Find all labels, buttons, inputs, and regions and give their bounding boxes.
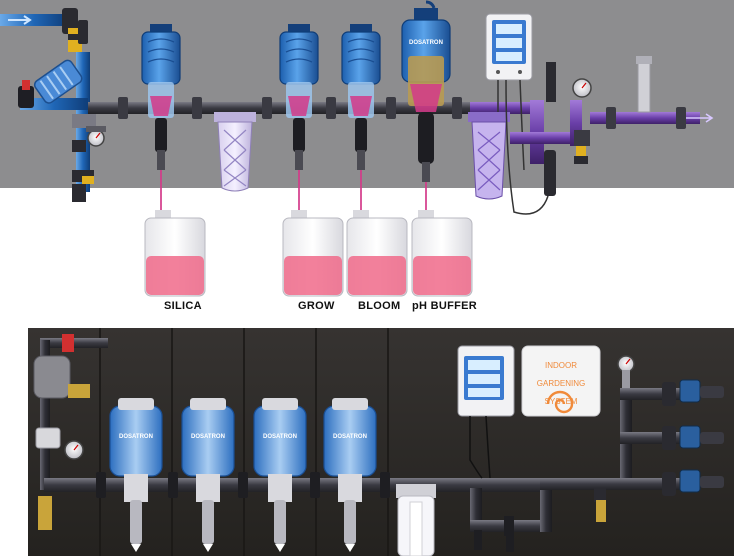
top-treated-pipe <box>470 102 530 114</box>
bottom-doser-4-brand: DOSATRON <box>333 434 367 440</box>
top-main-pipe <box>88 102 470 114</box>
top-doser-bloom <box>341 24 381 170</box>
bottom-right-manifold <box>470 355 724 552</box>
bottom-filter <box>396 484 436 556</box>
top-doser-silica <box>141 24 181 170</box>
label-silica: SILICA <box>164 300 202 312</box>
label-bloom: BLOOM <box>358 300 401 312</box>
top-pipe-unions <box>118 97 686 129</box>
top-controller <box>485 13 549 215</box>
top-inlet <box>0 8 88 52</box>
bottom-doser-2-brand: DOSATRON <box>191 434 225 440</box>
top-doser-grow <box>279 24 319 170</box>
sign-text: INDOOR GARDENING SYSTEM <box>524 352 598 406</box>
indoor-gardening-sign <box>521 345 601 417</box>
top-inlet-manifold <box>18 52 106 202</box>
jug-grow <box>282 210 344 297</box>
bottom-controller <box>457 345 515 479</box>
top-right-manifold <box>510 56 652 196</box>
jug-ph-buffer <box>411 210 473 297</box>
top-doser-brand: DOSATRON <box>409 40 443 46</box>
bottom-doser-3-brand: DOSATRON <box>263 434 297 440</box>
top-filter-right <box>468 112 510 200</box>
sign-line-2: GARDENING <box>536 379 586 388</box>
jug-bloom <box>346 210 408 297</box>
bottom-doser-4: DOSATRON <box>323 398 377 552</box>
top-doser-ph-buffer: DOSATRON <box>401 0 451 182</box>
label-grow: GROW <box>298 300 335 312</box>
label-ph-buffer: pH BUFFER <box>412 300 478 312</box>
bottom-doser-3: DOSATRON <box>253 398 307 552</box>
bottom-doser-1-brand: DOSATRON <box>119 434 153 440</box>
bottom-inlet <box>33 334 108 530</box>
bottom-doser-1: DOSATRON <box>109 398 163 552</box>
bottom-doser-2: DOSATRON <box>181 398 235 552</box>
top-filter-left <box>214 112 256 192</box>
sign-line-3: SYSTEM <box>544 397 578 406</box>
sign-line-1: INDOOR <box>545 361 577 370</box>
bottom-pipe-unions <box>96 472 390 498</box>
jug-silica <box>144 210 206 297</box>
